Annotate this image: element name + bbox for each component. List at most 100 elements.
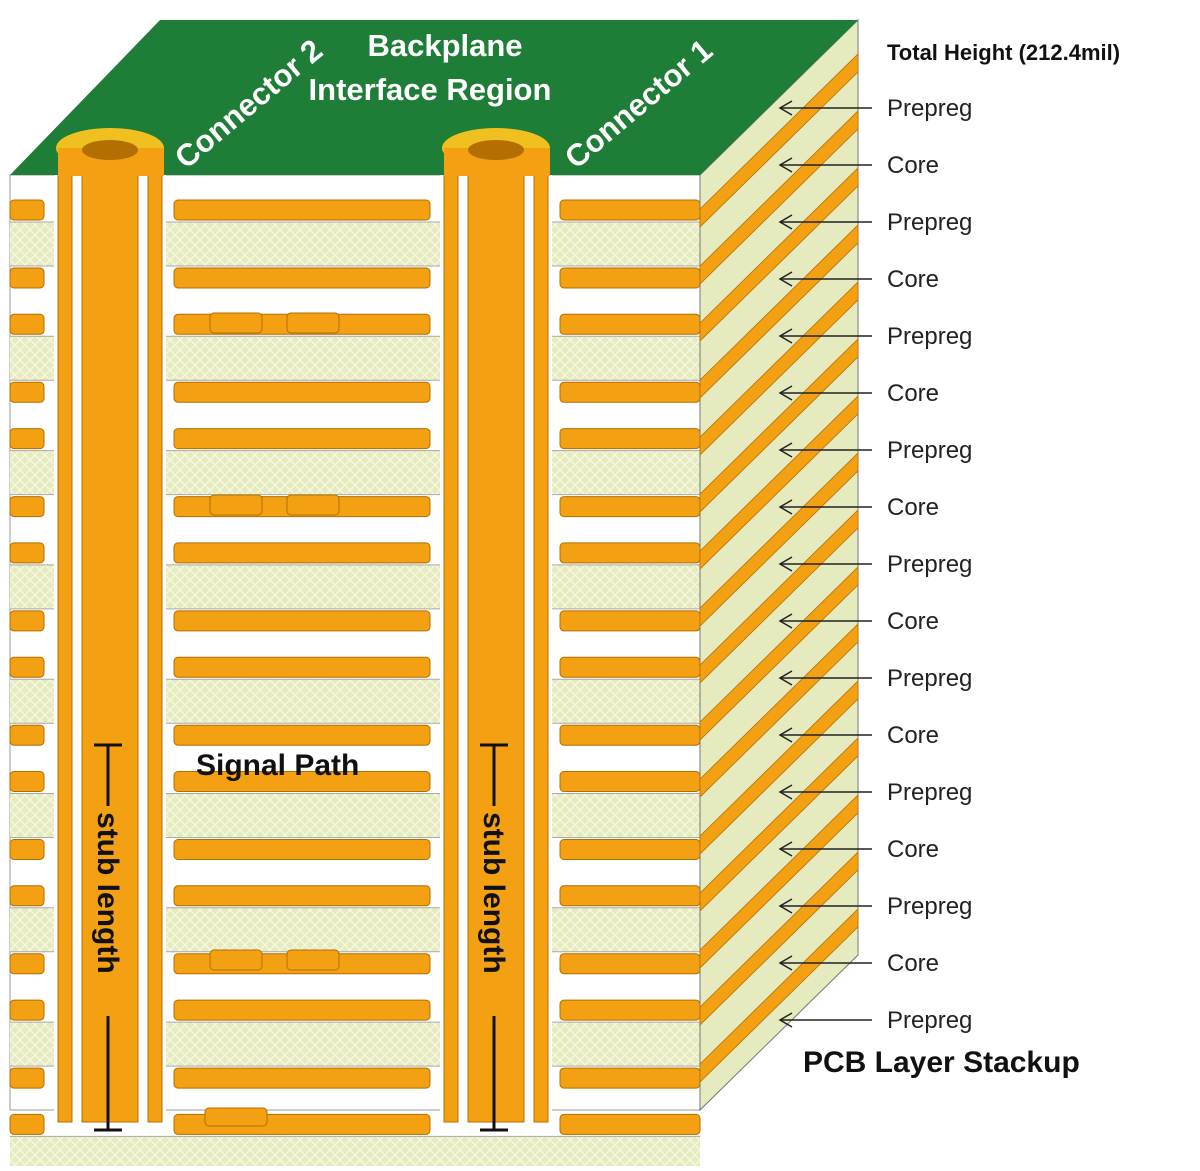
side-copper-stripe bbox=[699, 338, 859, 513]
trace-stub bbox=[9, 542, 45, 564]
diff-pad bbox=[209, 949, 263, 971]
side-copper-stripe bbox=[699, 566, 859, 741]
top-title-line1: Backplane bbox=[367, 28, 522, 63]
leader-arrow bbox=[778, 157, 793, 173]
layer-label-core: Core bbox=[887, 950, 939, 977]
leader-arrow bbox=[778, 556, 793, 572]
trace bbox=[173, 771, 431, 792]
layer-label-prepreg: Prepreg bbox=[887, 1007, 972, 1034]
trace-stub bbox=[9, 267, 45, 289]
side-copper-stripe bbox=[699, 167, 859, 342]
side-copper-stripe bbox=[699, 680, 859, 855]
trace bbox=[173, 542, 431, 564]
trace-stub bbox=[9, 610, 45, 632]
via-left-wall bbox=[147, 174, 163, 1123]
layer-label-prepreg: Prepreg bbox=[887, 95, 972, 122]
trace bbox=[559, 724, 701, 746]
stub-marker-left: stub length bbox=[91, 743, 124, 1132]
leader-arrow bbox=[778, 784, 793, 800]
trace bbox=[559, 428, 701, 450]
trace-stub bbox=[9, 199, 45, 221]
via-top-right bbox=[442, 128, 550, 176]
stub-length-right-label: stub length bbox=[477, 812, 510, 974]
side-copper-stripe bbox=[699, 794, 859, 969]
trace-stub bbox=[9, 428, 45, 450]
side-copper-stripe bbox=[699, 110, 859, 285]
layer-label-core: Core bbox=[887, 722, 939, 749]
plated-vias bbox=[54, 174, 552, 1123]
trace bbox=[173, 999, 431, 1021]
leader-arrow bbox=[778, 670, 793, 686]
trace bbox=[559, 839, 701, 860]
total-height-label: Total Height (212.4mil) bbox=[887, 40, 1120, 65]
leader-arrow bbox=[778, 442, 793, 458]
leader-arrow bbox=[778, 898, 793, 914]
trace bbox=[173, 839, 431, 860]
trace bbox=[559, 656, 701, 678]
trace bbox=[559, 496, 701, 518]
trace-stub bbox=[9, 999, 45, 1021]
side-copper-stripe bbox=[699, 509, 859, 684]
bottom-pad bbox=[204, 1107, 268, 1127]
trace bbox=[173, 381, 431, 403]
layer-label-core: Core bbox=[887, 494, 939, 521]
trace-stub bbox=[9, 496, 45, 518]
trace bbox=[559, 771, 701, 792]
signal-path-label: Signal Path bbox=[196, 749, 359, 782]
trace bbox=[173, 656, 431, 678]
leader-arrow bbox=[778, 385, 793, 401]
layer-label-core: Core bbox=[887, 266, 939, 293]
trace-stub bbox=[9, 724, 45, 746]
layer-label-prepreg: Prepreg bbox=[887, 437, 972, 464]
diff-pad bbox=[209, 494, 263, 516]
trace bbox=[559, 542, 701, 564]
trace bbox=[559, 1113, 701, 1135]
stackup-side-face bbox=[699, 18, 859, 1112]
trace bbox=[173, 267, 431, 289]
layer-label-prepreg: Prepreg bbox=[887, 209, 972, 236]
layer-label-core: Core bbox=[887, 152, 939, 179]
layer-label-core: Core bbox=[887, 380, 939, 407]
side-copper-stripe bbox=[699, 281, 859, 456]
trace bbox=[559, 313, 701, 335]
layer-label-prepreg: Prepreg bbox=[887, 779, 972, 806]
layer-label-prepreg: Prepreg bbox=[887, 665, 972, 692]
trace bbox=[559, 381, 701, 403]
side-copper-stripe bbox=[699, 623, 859, 798]
trace bbox=[559, 999, 701, 1021]
trace bbox=[173, 885, 431, 907]
via-right-wall bbox=[533, 174, 549, 1123]
leader-arrow bbox=[778, 613, 793, 629]
layer-label-prepreg: Prepreg bbox=[887, 323, 972, 350]
trace bbox=[559, 610, 701, 632]
top-title-line2: Interface Region bbox=[309, 72, 552, 107]
trace-stub bbox=[9, 885, 45, 907]
via-right-wall bbox=[443, 174, 459, 1123]
leader-arrow bbox=[778, 727, 793, 743]
side-copper-stripe bbox=[699, 452, 859, 627]
board-top-face bbox=[10, 20, 858, 175]
leader-arrow bbox=[778, 214, 793, 230]
trace bbox=[173, 428, 431, 450]
trace-stub bbox=[9, 771, 45, 792]
trace-stub bbox=[9, 839, 45, 860]
trace bbox=[559, 267, 701, 289]
dielectric-band bbox=[10, 1136, 700, 1171]
layer-label-core: Core bbox=[887, 836, 939, 863]
leader-arrow bbox=[778, 271, 793, 287]
trace bbox=[173, 724, 431, 746]
trace bbox=[559, 199, 701, 221]
copper-traces bbox=[9, 199, 701, 1135]
side-copper-stripe bbox=[699, 737, 859, 912]
leader-arrow bbox=[778, 328, 793, 344]
stackup-title: PCB Layer Stackup bbox=[803, 1046, 1080, 1079]
trace bbox=[173, 199, 431, 221]
trace bbox=[173, 1067, 431, 1089]
layer-labels: PrepregCorePrepregCorePrepregCorePrepreg… bbox=[778, 95, 972, 1034]
side-copper-stripe bbox=[699, 224, 859, 399]
trace-stub bbox=[9, 656, 45, 678]
stub-marker-right: stub length bbox=[477, 743, 510, 1132]
trace bbox=[173, 610, 431, 632]
